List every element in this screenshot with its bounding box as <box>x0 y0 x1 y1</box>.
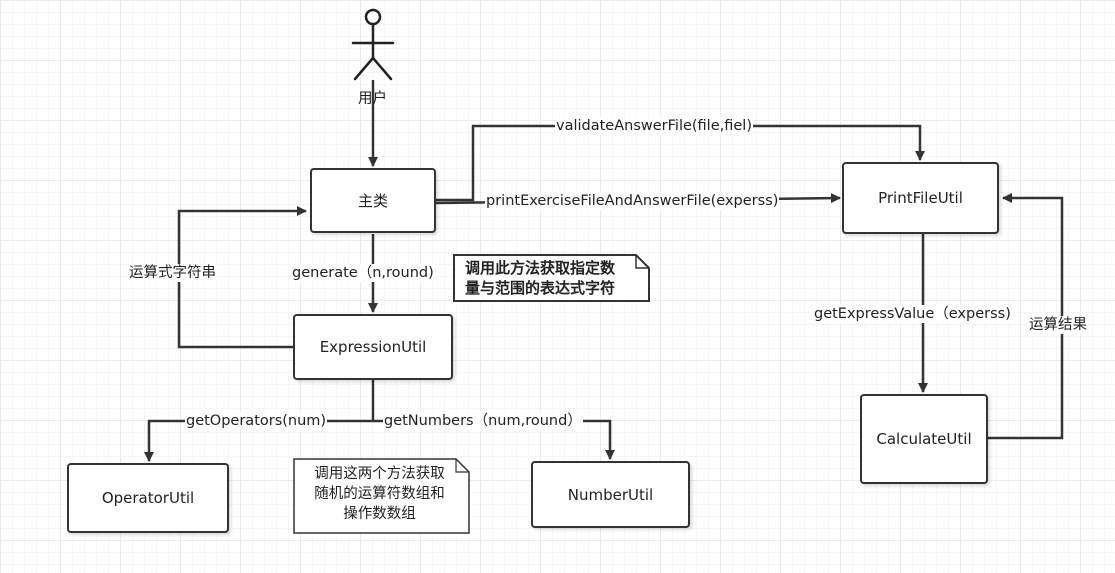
edge-label-calc-result: 运算结果 <box>1028 316 1088 334</box>
random-note-text: 调用这两个方法获取 随机的运算符数组和 操作数数组 <box>314 466 445 522</box>
expression-util-label: ExpressionUtil <box>319 338 427 356</box>
user-actor-icon <box>351 8 395 81</box>
edge-label-print-exercise: printExerciseFileAndAnswerFile(experss) <box>485 192 780 210</box>
edge-label-generate: generate（n,round) <box>291 264 435 282</box>
number-util-label: NumberUtil <box>567 485 654 504</box>
edge-validate <box>435 124 925 202</box>
generate-note: 调用此方法获取指定数 量与范围的表达式字符 <box>453 254 650 302</box>
print-file-util-box[interactable]: PrintFileUtil <box>842 162 999 234</box>
edge-label-expr-string: 运算式字符串 <box>128 264 217 282</box>
print-file-util-label: PrintFileUtil <box>878 189 963 207</box>
note-shape <box>293 458 470 534</box>
expression-util-box[interactable]: ExpressionUtil <box>293 314 453 380</box>
operator-util-box[interactable]: OperatorUtil <box>67 463 229 533</box>
note-shape <box>453 254 650 302</box>
number-util-box[interactable]: NumberUtil <box>531 461 690 528</box>
operator-util-label: OperatorUtil <box>101 489 195 507</box>
edge-label-get-numbers: getNumbers（num,round） <box>383 412 583 430</box>
main-class-label: 主类 <box>357 192 388 210</box>
calculate-util-box[interactable]: CalculateUtil <box>860 394 988 484</box>
calculate-util-label: CalculateUtil <box>876 430 972 448</box>
edge-label-get-operators: getOperators(num) <box>185 412 328 430</box>
random-note: 调用这两个方法获取 随机的运算符数组和 操作数数组 <box>293 458 470 534</box>
generate-note-text: 调用此方法获取指定数 量与范围的表达式字符 <box>465 259 616 297</box>
main-class-box[interactable]: 主类 <box>310 168 436 233</box>
user-actor-label: 用户 <box>358 91 387 107</box>
edge-label-validate: validateAnswerFile(file,fiel) <box>555 117 753 135</box>
edge-label-get-express-value: getExpressValue（experss) <box>813 305 1012 323</box>
